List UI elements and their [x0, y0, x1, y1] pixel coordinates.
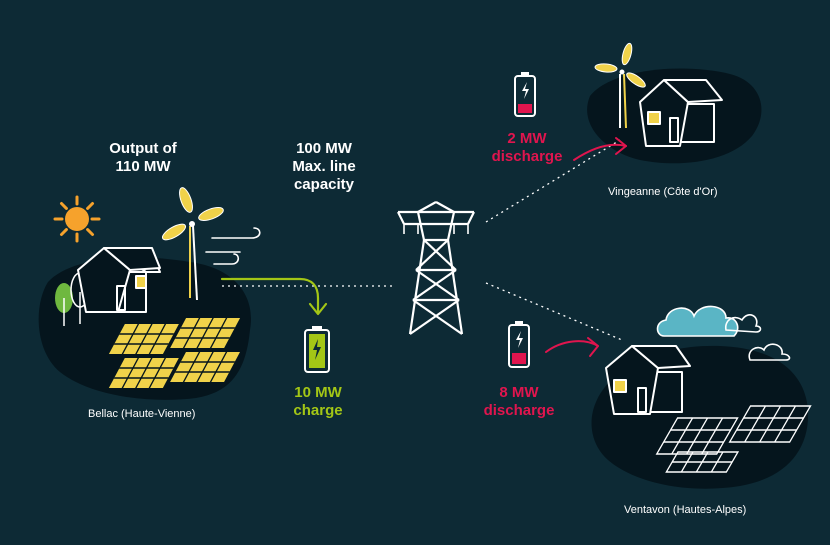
house-icon [605, 345, 691, 415]
wind-turbine-icon [594, 42, 646, 129]
wind-gust-icon [205, 227, 261, 265]
battery-icon [514, 72, 536, 117]
capacity-label-line2: Max. line [292, 158, 356, 175]
cloud-icon [724, 314, 791, 361]
discharge-bottom-word: discharge [483, 402, 555, 419]
capacity-label-line3: capacity [293, 176, 355, 193]
cloud-icon [656, 305, 739, 337]
discharge-arrow [545, 337, 599, 357]
discharge-top-label: 2 MW discharge [484, 130, 570, 166]
charge-label: 10 MW charge [280, 384, 356, 420]
capacity-label-line1: 100 MW [296, 140, 352, 157]
output-label: Output of 110 MW [100, 140, 186, 176]
output-label-line2: 110 MW [115, 158, 171, 175]
discharge-top-word: discharge [491, 148, 563, 165]
battery-icon [304, 326, 330, 373]
site-label-vingeanne: Vingeanne (Côte d'Or) [608, 186, 718, 198]
power-pylon-icon [397, 201, 475, 335]
site-label-ventavon: Ventavon (Hautes-Alpes) [624, 504, 747, 516]
discharge-arrow [573, 137, 627, 161]
solar-panel-icon [655, 405, 812, 473]
charge-word: charge [293, 402, 343, 419]
house-icon [639, 79, 723, 147]
discharge-bottom-label: 8 MW discharge [476, 384, 562, 420]
wind-turbine-icon [161, 187, 224, 301]
charge-arrow [220, 277, 328, 316]
output-label-line1: Output of [109, 140, 177, 157]
discharge-bottom-value: 8 MW [499, 384, 539, 401]
sun-icon [53, 195, 101, 243]
house-icon [77, 247, 161, 313]
discharge-top-value: 2 MW [507, 130, 547, 147]
line-pylon-vingeanne [485, 139, 621, 223]
line-pylon-ventavon [485, 282, 623, 341]
charge-value: 10 MW [294, 384, 342, 401]
site-label-bellac: Bellac (Haute-Vienne) [88, 408, 196, 420]
line-capacity-label: 100 MW Max. line capacity [282, 140, 366, 194]
solar-panel-icon [108, 318, 241, 388]
battery-icon [508, 321, 530, 368]
